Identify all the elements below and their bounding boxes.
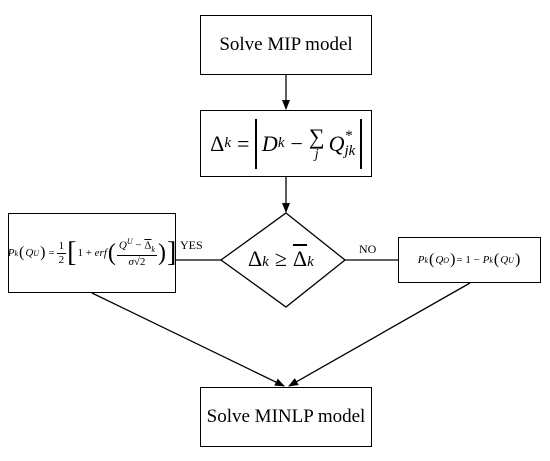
delta-symbol: Δ — [210, 130, 225, 156]
condition-delta-bar: Δ — [292, 246, 308, 271]
left-equals: = — [48, 247, 55, 259]
erf-delta-sub: k — [151, 244, 155, 254]
condition-delta-bar-sub: k — [307, 254, 314, 270]
p-subscript: k — [14, 248, 18, 258]
condition-delta: Δ — [248, 246, 263, 271]
right-q-o-symbol: Q — [435, 254, 444, 266]
half-denominator: 2 — [58, 253, 65, 266]
d-symbol: D — [261, 130, 278, 156]
q-indices: * jk — [344, 127, 356, 159]
right-p2-subscript: k — [489, 255, 493, 265]
arrow-right-to-minlp — [288, 282, 471, 387]
erf-q: Q — [118, 239, 127, 252]
erf-function: erf — [94, 247, 107, 259]
q-superscript: * — [344, 127, 352, 144]
erf-denominator: σ√2 — [128, 255, 146, 268]
half-numerator: 1 — [56, 240, 67, 254]
decision-diamond — [219, 212, 347, 308]
condition-delta-sub: k — [262, 254, 269, 270]
arrow-left-to-minlp — [91, 292, 285, 387]
equals-sign: = — [237, 130, 250, 156]
sqrt-two: 2 — [139, 255, 146, 268]
abs-bar-right — [360, 118, 362, 169]
q-u-superscript: U — [33, 248, 40, 258]
solve-minlp-box: Solve MINLP model — [200, 387, 372, 447]
erf-delta-bar: Δ — [144, 239, 152, 252]
solve-minlp-label: Solve MINLP model — [206, 406, 366, 427]
right-p-symbol: P — [417, 254, 425, 266]
erf-numerator: QU − Δk — [116, 237, 157, 256]
right-q-u-symbol: Q — [500, 254, 509, 266]
right-q-u-superscript: U — [508, 255, 514, 265]
erf-fraction: QU − Δk σ√2 — [116, 237, 157, 268]
d-subscript: k — [277, 135, 285, 151]
sum-subscript: j — [314, 146, 319, 162]
one-plus: 1 + — [77, 247, 95, 259]
right-p2-symbol: P — [482, 254, 490, 266]
erf-minus: − — [135, 239, 142, 252]
solve-mip-box: Solve MIP model — [200, 15, 372, 75]
delta-subscript: k — [224, 135, 231, 151]
sum-symbol: ∑ — [308, 123, 325, 149]
right-q-o-superscript: O — [443, 255, 450, 265]
q-u-symbol: Q — [25, 247, 34, 259]
erf-q-superscript: U — [126, 237, 133, 247]
yes-label: YES — [180, 238, 203, 252]
right-equals-one-minus: = 1 − — [456, 254, 483, 266]
right-p-subscript: k — [424, 255, 429, 265]
minus-sign: − — [290, 130, 303, 156]
sigma-symbol: σ — [128, 255, 134, 268]
one-half-fraction: 1 2 — [56, 240, 67, 266]
sum-operator: ∑ j — [308, 123, 325, 162]
q-symbol: Q — [328, 130, 345, 156]
abs-bar-left — [255, 118, 257, 169]
geq-sign: ≥ — [274, 246, 287, 271]
p-symbol: P — [7, 247, 15, 259]
no-label: NO — [359, 242, 377, 256]
solve-mip-label: Solve MIP model — [219, 34, 353, 55]
q-subscript: jk — [344, 142, 356, 159]
